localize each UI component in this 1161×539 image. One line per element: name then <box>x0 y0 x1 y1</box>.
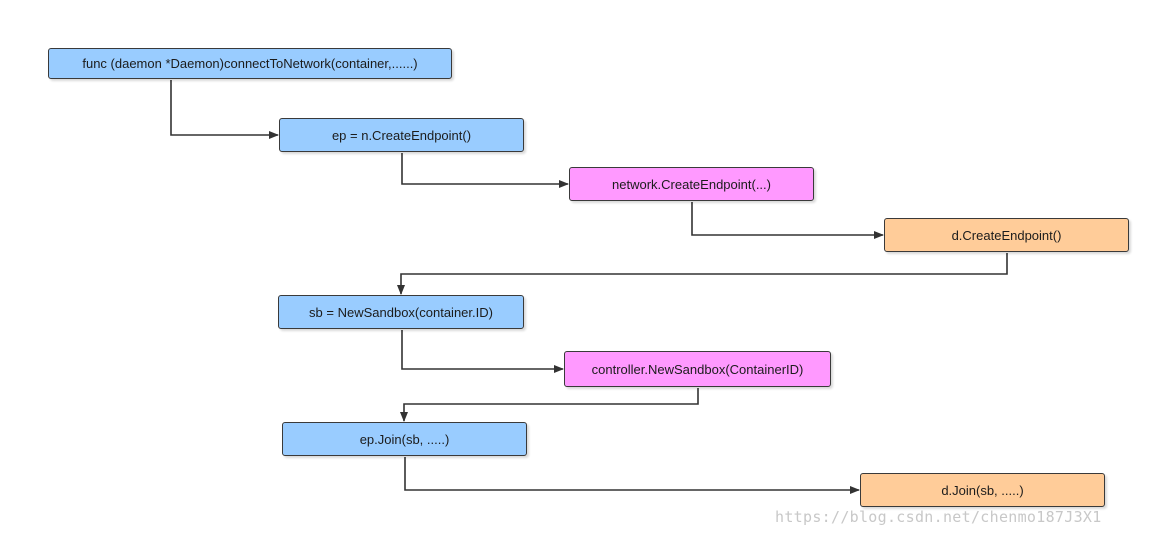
node-network-create-endpoint: network.CreateEndpoint(...) <box>569 167 814 201</box>
node-driver-join: d.Join(sb, .....) <box>860 473 1105 507</box>
node-label: d.CreateEndpoint() <box>951 227 1062 243</box>
node-label: sb = NewSandbox(container.ID) <box>309 304 493 320</box>
watermark: https://blog.csdn.net/chenmo187J3X1 <box>775 508 1102 526</box>
edge-n3-to-n4 <box>691 202 884 239</box>
node-label: ep = n.CreateEndpoint() <box>331 127 472 143</box>
node-label: network.CreateEndpoint(...) <box>612 176 771 192</box>
node-controller-new-sandbox: controller.NewSandbox(ContainerID) <box>564 351 831 387</box>
node-label: ep.Join(sb, .....) <box>359 431 450 447</box>
node-new-sandbox: sb = NewSandbox(container.ID) <box>278 295 524 329</box>
node-connect-to-network: func (daemon *Daemon)connectToNetwork(co… <box>48 48 452 79</box>
node-ep-join: ep.Join(sb, .....) <box>282 422 527 456</box>
node-driver-create-endpoint: d.CreateEndpoint() <box>884 218 1129 252</box>
edge-n5-to-n6 <box>401 330 564 373</box>
edge-n4-to-n5 <box>397 253 1008 295</box>
node-ep-create-endpoint: ep = n.CreateEndpoint() <box>279 118 524 152</box>
edge-n2-to-n3 <box>401 153 569 188</box>
node-label: controller.NewSandbox(ContainerID) <box>591 361 804 377</box>
edge-n6-to-n7 <box>400 388 699 422</box>
edge-n1-to-n2 <box>170 80 279 139</box>
edge-n7-to-n8 <box>404 457 860 494</box>
node-label: d.Join(sb, .....) <box>941 482 1024 498</box>
node-label: func (daemon *Daemon)connectToNetwork(co… <box>82 56 418 71</box>
